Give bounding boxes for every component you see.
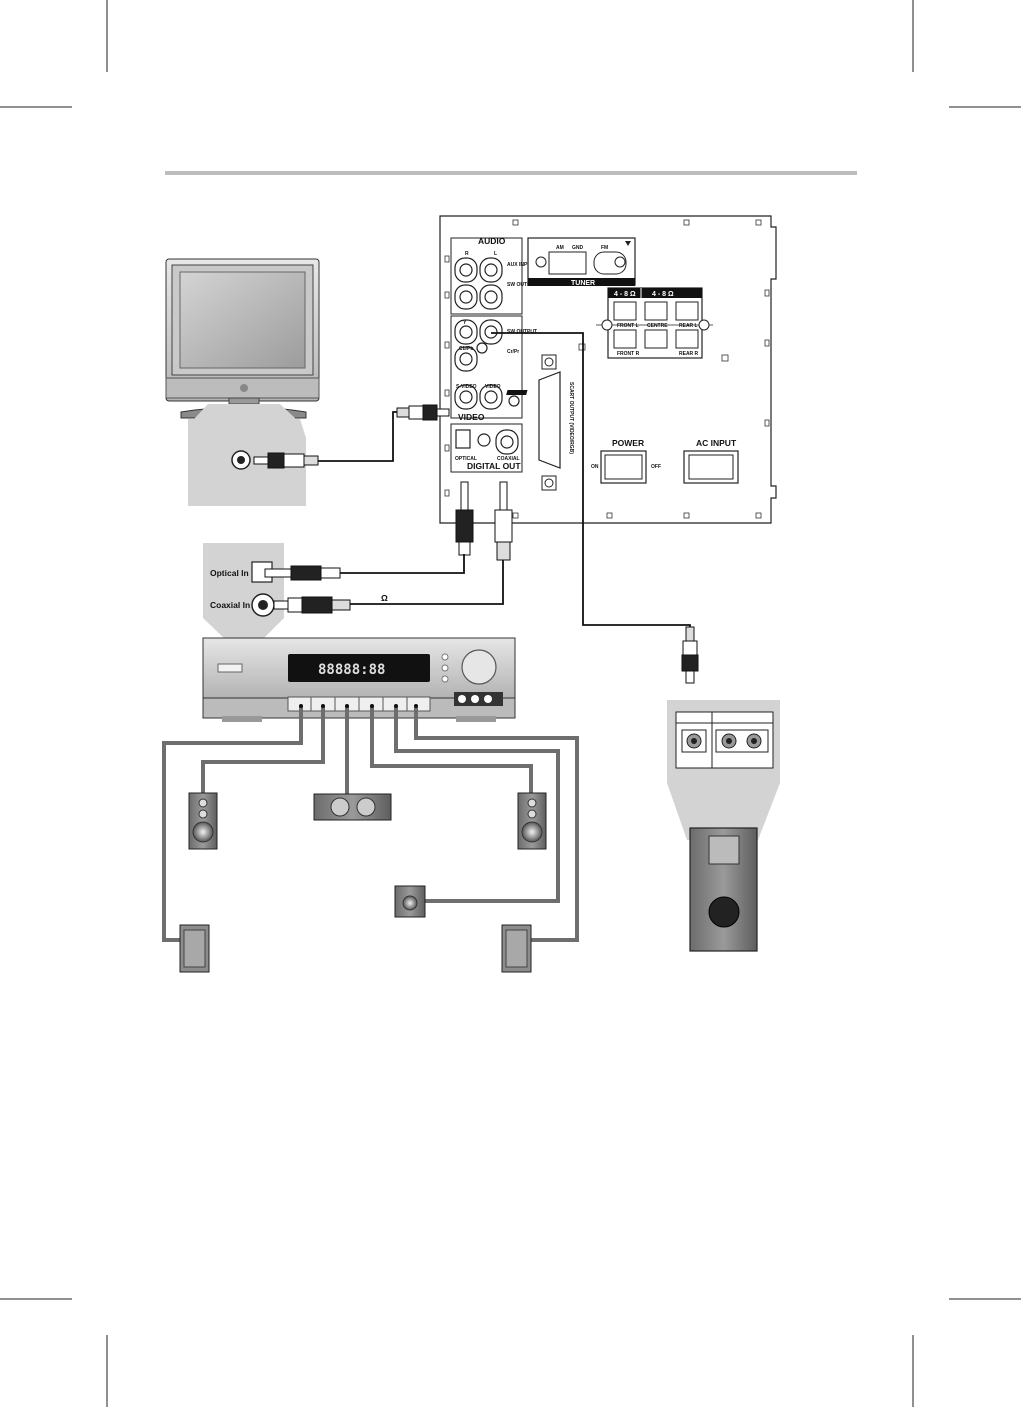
speaker-icon-small-sub: [394, 885, 426, 918]
off-label: OFF: [651, 464, 661, 470]
speaker-terminal-block: 4 - 8 Ω 4 - 8 Ω FRONT L CENTRE REAR L FR…: [596, 287, 713, 359]
speaker-icon-centre: [313, 793, 392, 821]
video-cable: [318, 411, 397, 462]
speaker-icon-rear-right: [501, 924, 532, 973]
coaxial-in-label: Coaxial In: [210, 600, 250, 610]
coaxial-plug-receiver: [273, 596, 351, 614]
sub-rca-plug: [681, 626, 699, 684]
optical-label: OPTICAL: [455, 456, 477, 462]
ac-input-label: AC INPUT: [696, 438, 737, 448]
component-jacks[interactable]: [454, 319, 520, 410]
audio-block: [450, 237, 523, 315]
optical-in-label: Optical In: [210, 568, 249, 578]
centre-label: CENTRE: [647, 323, 668, 329]
antenna-icon: [625, 241, 631, 246]
volume-knob[interactable]: [461, 649, 497, 685]
s-video-label: S-VIDEO: [456, 384, 477, 390]
coaxial-label: COAXIAL: [497, 456, 520, 462]
sw-output-label-2: SW OUTPUT: [507, 329, 537, 335]
aux-input-label: AUX INPUT: [507, 262, 534, 268]
scart-connector[interactable]: SCART OUTPUT (VIDEO/RGB): [538, 354, 574, 491]
coaxial-plug-panel: [494, 481, 513, 561]
omega-label: Ω: [381, 593, 388, 603]
gnd-label: GND: [572, 245, 584, 251]
coaxial-cable: [350, 560, 504, 605]
video-title: VIDEO: [458, 412, 485, 422]
speaker-terminals[interactable]: [613, 301, 699, 349]
fm-label: FM: [601, 245, 608, 251]
front-l-label: FRONT L: [617, 323, 639, 329]
cb-pb-label: Cb/Pb: [459, 346, 473, 352]
digital-jacks[interactable]: [455, 429, 519, 455]
audio-jacks[interactable]: [454, 257, 503, 310]
header-rule: [165, 171, 857, 175]
tuner-block: TUNER AM GND FM: [527, 237, 636, 287]
speaker-cables: [162, 706, 579, 942]
receiver-display: 88888:88: [318, 662, 385, 678]
video-jack-label: VIDEO: [485, 384, 501, 390]
ohm-right-label: 4 - 8 Ω: [652, 291, 674, 298]
receiver-icon: 88888:88: [202, 637, 516, 722]
y-label: Y: [463, 320, 467, 326]
scart-label: SCART OUTPUT (VIDEO/RGB): [568, 382, 574, 454]
front-r-label: FRONT R: [617, 351, 640, 357]
power-label: POWER: [612, 438, 644, 448]
speaker-icon-rear-left: [179, 924, 210, 973]
tuner-label: TUNER: [571, 280, 595, 287]
digital-out-title: DIGITAL OUT: [467, 461, 521, 471]
tv-icon: [165, 258, 320, 419]
receiver-jack-callout: Optical In Coaxial In: [203, 543, 284, 640]
speaker-icon-front-right: [517, 792, 547, 850]
am-label: AM: [556, 245, 564, 251]
digital-out-block: [450, 423, 523, 473]
rear-l-label: REAR L: [679, 323, 698, 329]
optical-plug-receiver: [264, 565, 341, 581]
rear-panel: AUDIO R L AUX INPUT SW OUTPUT Y Cb/Pb: [439, 215, 777, 524]
video-block: [450, 315, 523, 419]
subwoofer-icon: [689, 827, 758, 952]
audio-title: AUDIO: [478, 236, 506, 246]
brand-logo: [506, 390, 528, 395]
optical-cable: [340, 554, 465, 574]
on-label: ON: [591, 464, 599, 470]
audio-r-label: R: [465, 251, 469, 257]
optical-plug-panel: [455, 481, 474, 556]
sw-output-label: SW OUTPUT: [507, 282, 537, 288]
panel-rca-plug: [396, 404, 450, 421]
tv-jack-callout: [188, 404, 306, 506]
audio-l-label: L: [494, 251, 497, 257]
tv-rca-plug: [253, 452, 319, 469]
rear-r-label: REAR R: [679, 351, 699, 357]
ohm-left-label: 4 - 8 Ω: [614, 291, 636, 298]
speaker-icon-front-left: [188, 792, 218, 850]
sub-jack-panel: [667, 700, 780, 840]
cr-pr-label: Cr/Pr: [507, 349, 519, 355]
